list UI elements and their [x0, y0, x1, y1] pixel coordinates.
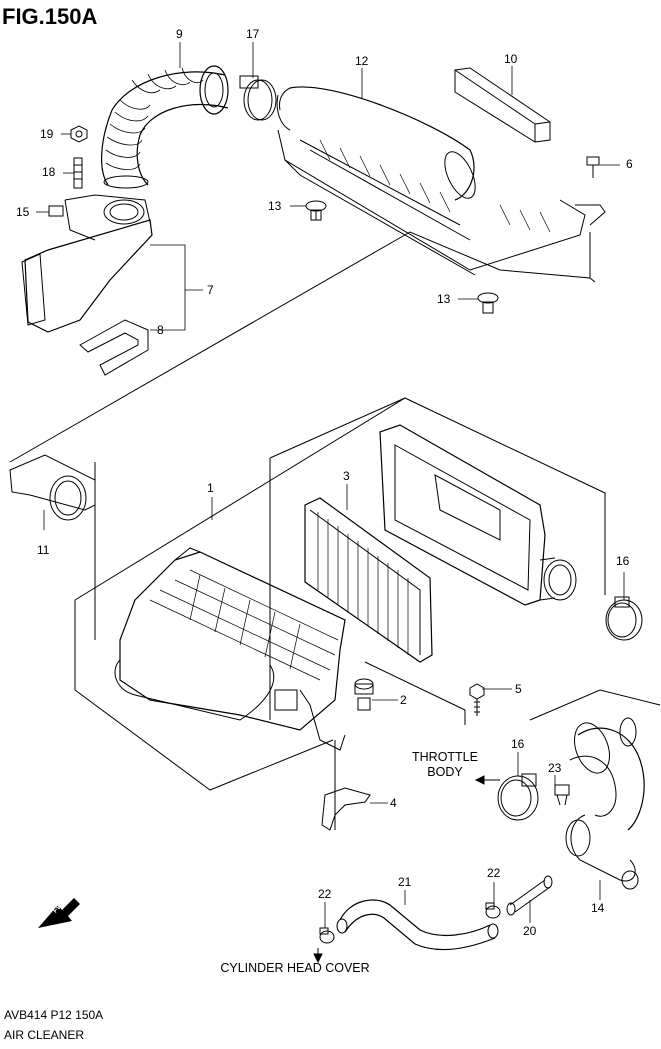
fwd-arrow-icon — [38, 898, 80, 928]
callout-11[interactable]: 11 — [37, 543, 50, 557]
part-16-clamp-a — [605, 596, 643, 641]
callout-20[interactable]: 20 — [523, 924, 537, 938]
throttle-body-note: THROTTLE BODY — [405, 750, 485, 780]
case-upper-cover — [379, 424, 577, 606]
part-12-resonator — [276, 86, 606, 276]
throttle-note-line2: BODY — [427, 765, 463, 779]
leader-lines — [36, 42, 625, 928]
callout-22a[interactable]: 22 — [318, 887, 332, 901]
part-7-inlet-duct — [21, 194, 153, 333]
part-13-screw-a — [305, 200, 327, 221]
cylinder-head-cover-note: CYLINDER HEAD COVER — [220, 961, 370, 975]
throttle-note-line1: THROTTLE — [412, 750, 478, 764]
callout-12[interactable]: 12 — [355, 54, 369, 68]
part-22-clip-a — [319, 927, 335, 944]
part-1-case-lower — [114, 547, 346, 751]
callout-10[interactable]: 10 — [504, 52, 518, 66]
part-6-screw — [586, 156, 600, 178]
callout-22b[interactable]: 22 — [487, 866, 501, 880]
part-13-screw-b — [477, 292, 499, 314]
part-21-breather-hose — [336, 899, 499, 951]
part-3-filter-element — [304, 497, 433, 663]
part-23-sensor — [554, 784, 570, 806]
part-16-clamp-b — [497, 773, 539, 821]
part-5-bolt — [469, 683, 485, 716]
callout-17[interactable]: 17 — [246, 27, 260, 41]
figure-code: AVB414 P12 150A — [4, 1008, 104, 1022]
callout-4[interactable]: 4 — [390, 796, 397, 810]
callout-23[interactable]: 23 — [548, 761, 562, 775]
callout-5[interactable]: 5 — [515, 682, 522, 696]
callout-19[interactable]: 19 — [40, 127, 54, 141]
callout-21[interactable]: 21 — [398, 875, 412, 889]
part-17-clamp — [239, 75, 277, 121]
part-22-clip-b — [485, 902, 501, 919]
callout-13b[interactable]: 13 — [437, 292, 451, 306]
part-2-grommet — [354, 678, 374, 711]
part-14-outlet-hose — [565, 717, 645, 890]
part-20-pipe — [506, 875, 553, 916]
figure-title: FIG.150A — [2, 4, 98, 29]
callout-7[interactable]: 7 — [207, 283, 214, 297]
part-9-intake-hose — [101, 65, 229, 189]
callout-3[interactable]: 3 — [343, 469, 350, 483]
callout-1[interactable]: 1 — [207, 481, 214, 495]
part-10-foam-pad — [454, 67, 551, 143]
part-8-bracket — [79, 319, 149, 376]
part-15-grommet — [48, 205, 64, 217]
part-19-nut — [70, 125, 88, 143]
callout-14[interactable]: 14 — [591, 901, 605, 915]
callout-9[interactable]: 9 — [176, 27, 183, 41]
part-11-seal — [9, 454, 96, 521]
callout-16b[interactable]: 16 — [511, 737, 525, 751]
callout-6[interactable]: 6 — [626, 157, 633, 171]
part-4-bracket — [321, 787, 371, 831]
callout-15[interactable]: 15 — [16, 205, 30, 219]
upper-assembly-frame — [9, 231, 596, 463]
callout-13a[interactable]: 13 — [268, 199, 282, 213]
callout-16a[interactable]: 16 — [616, 554, 630, 568]
callout-18[interactable]: 18 — [42, 165, 56, 179]
callout-8[interactable]: 8 — [157, 323, 164, 337]
part-18-stud — [73, 157, 83, 189]
callout-2[interactable]: 2 — [400, 693, 407, 707]
figure-name: AIR CLEANER — [4, 1028, 85, 1042]
